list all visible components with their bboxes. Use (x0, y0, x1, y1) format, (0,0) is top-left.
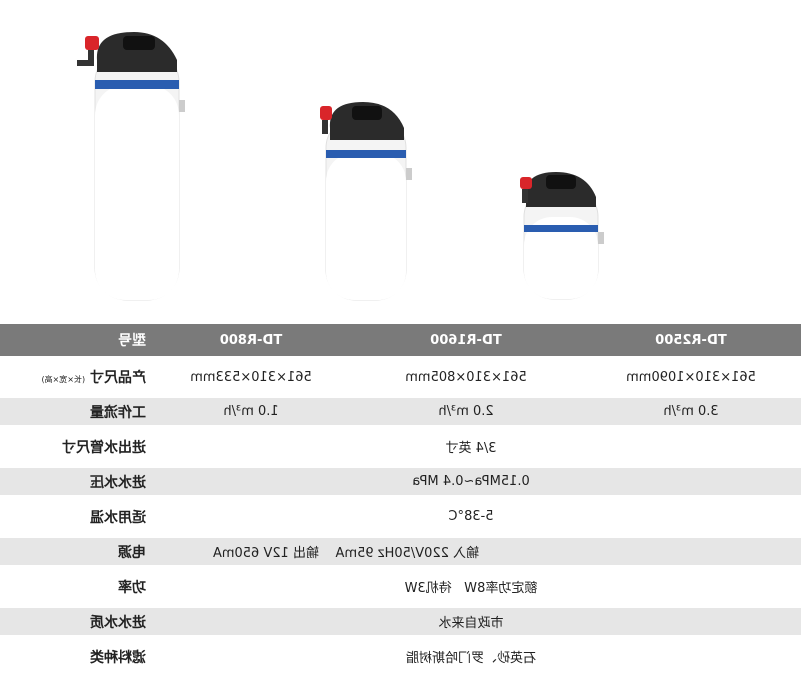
row-label: 进水水质 (90, 614, 146, 631)
table-row-pipe: 进出水管尺寸 3/4 英寸 (0, 425, 801, 468)
table-header-row: 型号 TD-R800 TD-R1600 TD-R2500 (0, 324, 801, 356)
row-label: 功率 (118, 579, 146, 596)
row-label: 滤料种类 (90, 649, 146, 666)
row-label: 电源 (118, 544, 146, 561)
table-row-flow: 工作流量 1.0 m³/h 2.0 m³/h 3.0 m³/h (0, 398, 801, 425)
table-cell: 5-38°C (448, 509, 494, 524)
table-row-pressure: 进水水压 0.15MPa~0.4 MPa (0, 468, 801, 495)
table-cell: 输入 220V/50Hz 95mA 输出 12V 650mA (212, 546, 480, 561)
table-row-power-supply: 电源 输入 220V/50Hz 95mA 输出 12V 650mA (0, 538, 801, 565)
table-cell: 3/4 英寸 (445, 441, 497, 456)
table-cell: 市政自来水 (438, 616, 504, 631)
model-header-1: TD-R800 (219, 332, 283, 348)
header-label: 型号 (118, 333, 146, 349)
row-label: 产品尺寸 (长×宽×高) (41, 370, 146, 386)
row-label: 适用水温 (90, 509, 146, 526)
table-cell: 561×310×533mm (190, 369, 312, 385)
table-row-size: 产品尺寸 (长×宽×高) 561×310×533mm 561×310×805mm… (0, 356, 801, 398)
water-softener-short-icon (516, 167, 606, 302)
row-label: 工作流量 (90, 404, 146, 421)
table-row-power: 功率 额定功率8W 待机3W (0, 565, 801, 608)
water-softener-medium-icon (313, 98, 418, 303)
table-row-water-quality: 进水水质 市政自来水 (0, 608, 801, 635)
water-softener-tall-icon (74, 30, 189, 302)
table-cell: 561×310×805mm (405, 369, 527, 385)
table-cell: 1.0 m³/h (223, 404, 279, 419)
table-cell: 0.15MPa~0.4 MPa (412, 474, 530, 489)
table-row-media: 滤料种类 石英砂、罗门哈斯树脂 (0, 635, 801, 678)
table-row-temp: 适用水温 5-38°C (0, 495, 801, 538)
row-label: 进出水管尺寸 (62, 439, 146, 456)
model-header-3: TD-R2500 (655, 332, 727, 348)
table-cell: 额定功率8W 待机3W (404, 581, 538, 596)
table-cell: 3.0 m³/h (663, 404, 719, 419)
table-cell: 石英砂、罗门哈斯树脂 (406, 651, 537, 666)
spec-table: 型号 TD-R800 TD-R1600 TD-R2500 产品尺寸 (长×宽×高… (0, 324, 801, 678)
row-label: 进水水压 (90, 474, 146, 491)
table-cell: 561×310×1090mm (626, 369, 756, 385)
table-cell: 2.0 m³/h (438, 404, 494, 419)
model-header-2: TD-R1600 (430, 332, 502, 348)
